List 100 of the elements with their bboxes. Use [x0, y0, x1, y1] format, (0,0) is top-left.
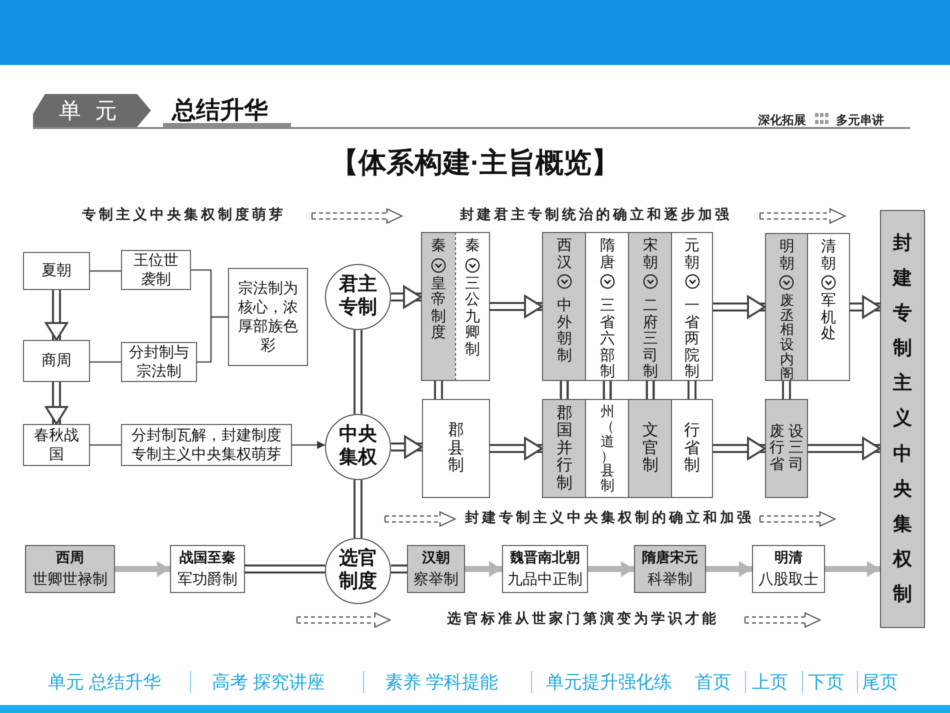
column-text: 文官制 [642, 422, 658, 475]
dynasty-column [765, 233, 808, 381]
summary-text: 封建专制主义中央集权制 [893, 232, 912, 608]
connector-line [560, 381, 569, 399]
section-heading: 总结升华 [172, 96, 268, 126]
column-title: 秦 [465, 238, 480, 254]
column-title: 西汉 [556, 238, 572, 271]
arrow [713, 437, 766, 460]
box-text: 商周 [42, 351, 72, 371]
arrow [808, 437, 881, 460]
column-text: 废丞相设内阁 [780, 293, 794, 382]
column-text: 皇帝制度 [431, 276, 446, 342]
text-box [23, 424, 90, 466]
stage-text: 九品中正制 [508, 570, 582, 589]
column-title: 隋唐 [600, 238, 615, 271]
column-text: 郡国并行制 [556, 404, 572, 492]
stage-box [752, 545, 825, 593]
nav-link: 单元提升强化练 [546, 671, 672, 694]
dynasty-column [542, 232, 586, 381]
connector-line [354, 330, 362, 414]
arrow [115, 561, 170, 577]
circle-text: 君主专制 [338, 274, 378, 320]
box-text: 春秋战国 [33, 426, 80, 464]
system-column [628, 399, 672, 498]
column-text: 州（道）县制 [600, 404, 614, 493]
connector-line [90, 444, 121, 446]
column-text: 中外朝制 [556, 298, 572, 364]
nav-link: 尾页 [862, 671, 898, 694]
arrow [292, 441, 326, 449]
arrow [588, 561, 634, 577]
arrow [391, 286, 422, 308]
arrow [45, 382, 68, 425]
nav-link: 首页 [695, 671, 731, 694]
stage-text: 军功爵制 [178, 570, 238, 589]
arrow [490, 437, 543, 460]
flow-caption: 专制主义中央集权制度萌芽 [82, 206, 286, 224]
connector-line [90, 361, 121, 363]
text-box [121, 250, 191, 290]
arrow [706, 561, 752, 577]
stage-title: 明清 [774, 549, 802, 567]
circle-text: 中央集权 [338, 424, 378, 470]
connector-line [688, 381, 696, 399]
connector-line [90, 270, 121, 272]
stage-title: 魏晋南北朝 [510, 549, 580, 567]
nav-link: 高考 探究讲座 [212, 671, 326, 694]
circle-text: 选官制度 [338, 548, 378, 594]
system-column [671, 399, 713, 498]
summary-bar [880, 210, 925, 628]
box-text: 王位世袭制 [132, 250, 180, 290]
column-title: 元朝 [684, 238, 700, 271]
connector-line [646, 381, 655, 399]
dynasty-column [421, 232, 455, 381]
column-text: 行省制 [684, 422, 700, 475]
column-text: 一省两院制 [684, 298, 700, 380]
connector-line [245, 564, 326, 574]
stage-box [407, 545, 465, 593]
text-box [228, 268, 308, 366]
text-box [23, 252, 90, 290]
arrow [713, 296, 766, 318]
system-column [542, 399, 586, 498]
column-text: 废行省 [770, 424, 784, 474]
arrow [850, 296, 881, 318]
nav-link: 下页 [808, 671, 844, 694]
stage-title: 隋唐宋元 [642, 549, 698, 567]
column-title: 清朝 [821, 239, 836, 272]
column-title: 秦 [431, 238, 446, 254]
dynasty-column [671, 232, 713, 381]
dynasty-column [455, 232, 490, 381]
nav-link: 素养 学科提能 [385, 671, 498, 694]
subheading: 深化拓展 [758, 112, 806, 129]
stage-text: 八股取士 [758, 570, 818, 589]
box-text: 宗法制为核心，浓厚部族色彩 [237, 278, 299, 356]
dynasty-column [628, 232, 672, 381]
dynasty-column [585, 232, 630, 381]
connector-line [197, 316, 228, 363]
text-box [121, 424, 292, 466]
arrow [45, 290, 68, 341]
subheading: 多元串讲 [836, 112, 884, 129]
column-text: 设三司 [788, 424, 804, 474]
arrow [391, 436, 423, 458]
column-text: 二府三司制 [642, 298, 658, 380]
stage-title: 汉朝 [422, 549, 450, 567]
system-column [585, 399, 630, 498]
stage-box [25, 545, 115, 593]
stage-text: 世卿世禄制 [32, 570, 108, 589]
system-column [422, 399, 490, 498]
flow-caption: 封建君主专制统治的确立和逐步加强 [460, 206, 732, 224]
stage-title: 西周 [56, 549, 84, 567]
column-text: 三公九卿制 [465, 276, 480, 358]
nav-link: 上页 [752, 671, 788, 694]
column-text: 郡县制 [448, 422, 464, 475]
stage-box [502, 545, 588, 593]
stage-box [634, 545, 706, 593]
stage-text: 察举制 [414, 570, 458, 589]
flow-caption: 封建专制主义中央集权制的确立和加强 [465, 509, 754, 527]
box-text: 分封制瓦解，封建制度专制主义中央集权萌芽 [130, 426, 282, 464]
connector-line [354, 480, 362, 538]
system-column [765, 399, 808, 498]
text-box [23, 340, 90, 382]
arrow [490, 295, 543, 318]
